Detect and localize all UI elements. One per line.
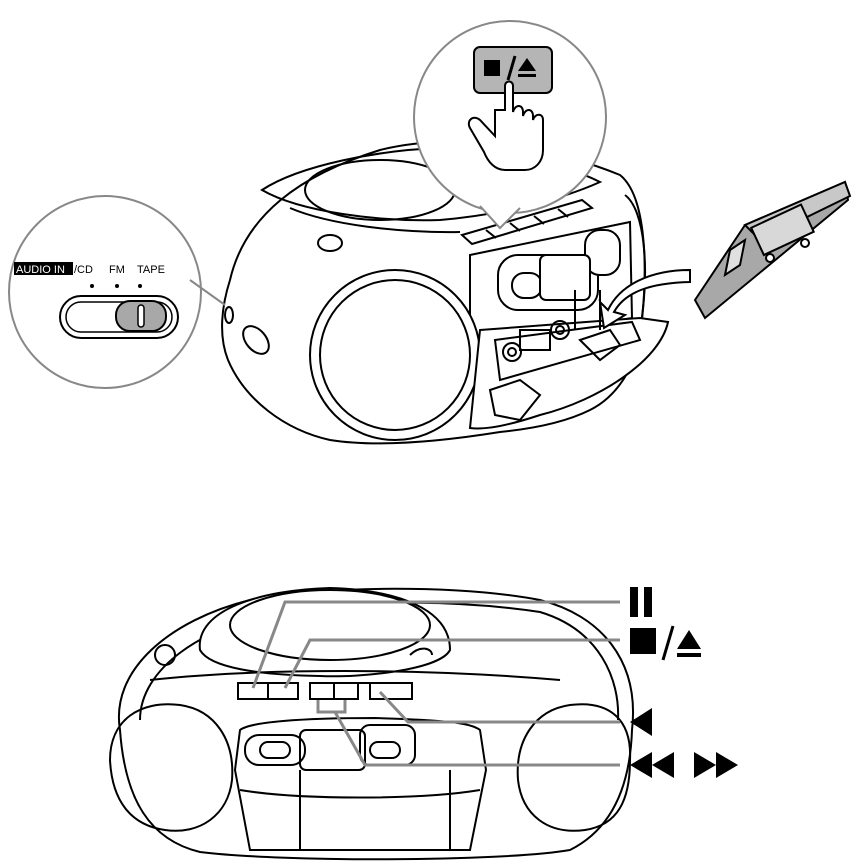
stop-eject-symbol-label: [630, 626, 701, 660]
fastforward-icon: [694, 752, 738, 778]
stop-icon-large: [630, 628, 656, 654]
stop-icon: [484, 60, 500, 76]
tape-label: TAPE: [137, 264, 165, 276]
fastforward-button[interactable]: [334, 683, 358, 699]
play-button[interactable]: [370, 683, 412, 699]
fm-label: FM: [109, 264, 125, 276]
eject-icon-large: [677, 630, 701, 649]
boombox-front-view: [110, 588, 633, 859]
cd-label: /CD: [74, 264, 93, 276]
pause-symbol-label: [630, 587, 652, 617]
rewind-button[interactable]: [310, 683, 334, 699]
rewind-icon: [630, 752, 674, 778]
cassette-tape: [695, 182, 850, 318]
rewind-fastforward-symbol-label: [630, 752, 738, 778]
audio-in-label: AUDIO IN: [16, 264, 65, 276]
function-switch-zoom-callout: AUDIO IN /CD FM TAPE: [9, 196, 225, 388]
stop-eject-button[interactable]: [268, 683, 298, 699]
pause-icon: [630, 587, 638, 617]
